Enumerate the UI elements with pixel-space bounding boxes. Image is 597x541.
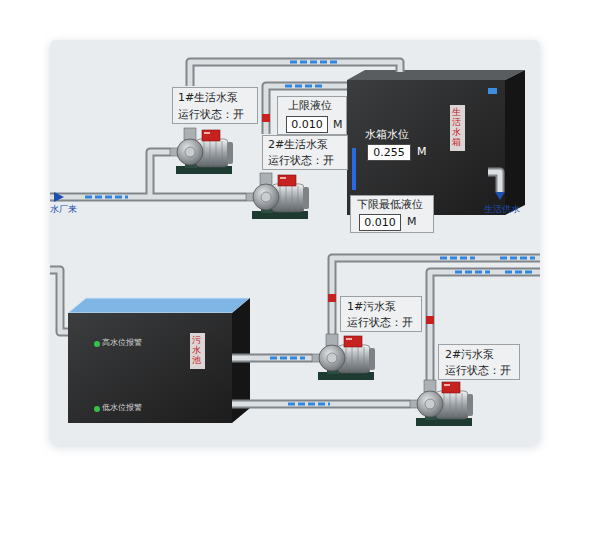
value-box: 0.010 <box>359 214 401 231</box>
node-text: 2#污水泵 <box>445 348 494 361</box>
node-text: 0.010 <box>364 216 396 229</box>
flow-label: 生活供水 <box>484 203 520 216</box>
tank-name-plate: 污水池 <box>190 333 205 369</box>
node-text: 水箱水位 <box>365 128 409 141</box>
node-text: 运行状态：开 <box>268 154 334 167</box>
node-text: 低水位报警 <box>102 403 142 413</box>
pump-status-box: 2#生活水泵运行状态：开 <box>262 135 348 170</box>
pump-status-box: 1#污水泵运行状态：开 <box>340 296 422 332</box>
pump-status-box: 1#生活水泵运行状态：开 <box>172 87 258 124</box>
node-text: 污水池 <box>192 336 201 366</box>
node-text: M <box>417 145 427 158</box>
value-box: 0.010 <box>286 116 328 133</box>
tank-name-plate: 生活水箱 <box>450 105 465 151</box>
node-text: 生活水箱 <box>452 108 461 148</box>
node-text: 高水位报警 <box>102 338 142 348</box>
node-text: M <box>407 215 417 228</box>
flow-label: 水厂来 <box>50 203 77 216</box>
value-box: 0.255 <box>367 144 411 161</box>
node-text: M <box>333 118 343 131</box>
level-setting-box: 上限液位M 0.010 <box>277 96 347 135</box>
level-setting-box: 下限最低液位 M 0.010 <box>350 195 434 233</box>
node-text: 1#生活水泵 <box>178 91 238 104</box>
node-text: 0.010 <box>291 118 323 131</box>
node-text: 运行状态：开 <box>445 364 511 377</box>
sewage-tank: 高水位报警低水位报警 污水池 <box>68 313 232 423</box>
node-text: 0.255 <box>373 146 405 159</box>
pump-status-box: 2#污水泵运行状态：开 <box>438 344 520 380</box>
node-text: 上限液位 <box>288 99 332 112</box>
node-text: 2#生活水泵 <box>268 138 328 151</box>
node-text: 下限最低液位 <box>357 198 423 211</box>
node-text: 运行状态：开 <box>347 316 413 329</box>
node-text: 运行状态：开 <box>178 108 244 121</box>
node-text: 1#污水泵 <box>347 300 396 313</box>
